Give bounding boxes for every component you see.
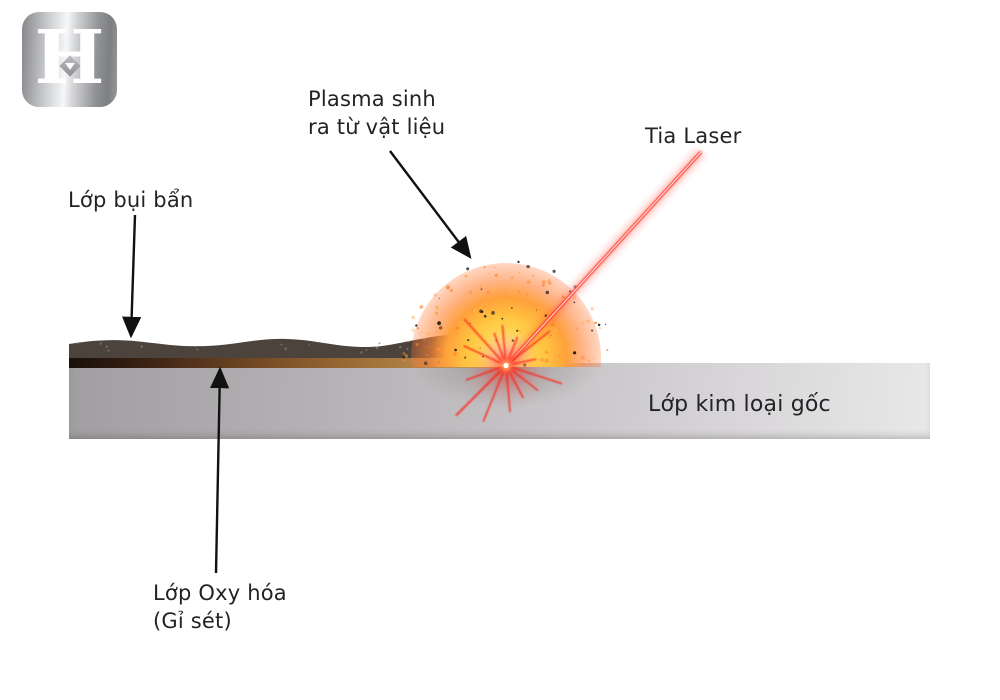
company-logo: H: [22, 12, 117, 107]
laser-label: Tia Laser: [645, 124, 742, 148]
base-metal-label: Lớp kim loại gốc: [648, 392, 831, 417]
arrow-plasma: [389, 150, 472, 259]
oxide-label: Lớp Oxy hóa (Gỉ sét): [153, 581, 287, 633]
plasma-particles: [402, 260, 609, 367]
logo-diamond-inner-icon: [64, 62, 75, 70]
plasma-label: Plasma sinh ra từ vật liệu: [308, 87, 446, 139]
impact-shadow: [380, 363, 650, 439]
dirt-layer-shape: [69, 334, 506, 358]
dirt-label: Lớp bụi bẩn: [68, 188, 194, 212]
plasma-cloud: [398, 246, 620, 367]
arrow-dirt: [122, 214, 142, 339]
